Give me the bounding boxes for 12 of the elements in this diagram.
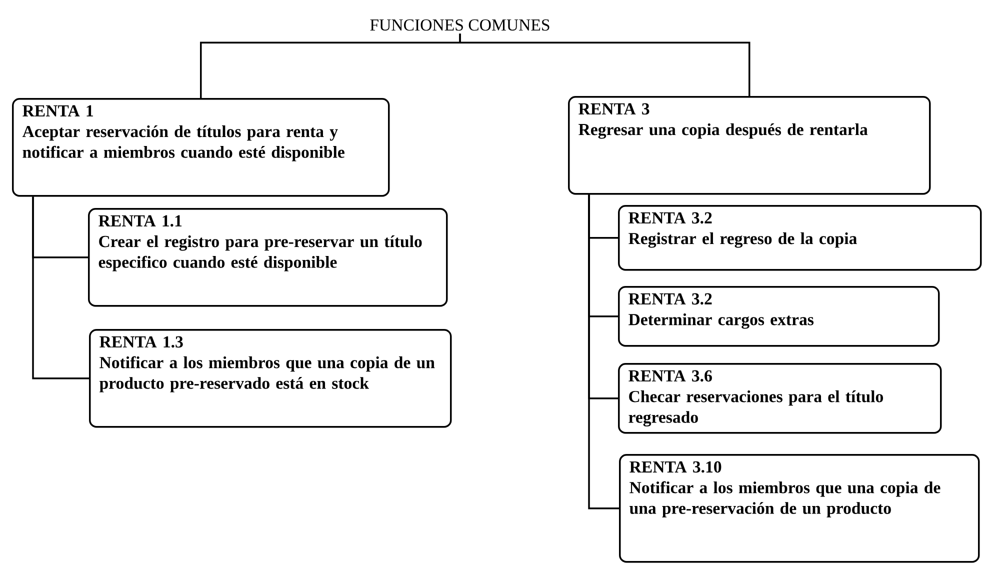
text-box: RENTA 3.2 Determinar cargos extras (618, 286, 940, 347)
text-box: RENTA 3.6 Checar reservaciones para el título regresado (618, 363, 942, 434)
title: FUNCIONES COMUNES (370, 19, 550, 31)
text-box: RENTA 1.1 Crear el registro para pre-reservar un título especifico cuando esté disponible (88, 208, 448, 307)
connector-line (32, 196, 89, 380)
connector-line (459, 34, 750, 96)
connector-line (588, 194, 619, 510)
text-box: RENTA 3.2 Registrar el regreso de la copia (618, 205, 982, 271)
text-box: RENTA 1.3 Notificar a los miembros que una copia de un producto pre-reservado está en stock (89, 329, 452, 428)
text-box: RENTA 3 Regresar una copia después de rentarla (568, 96, 931, 195)
text-box: RENTA 3.10 Notificar a los miembros que una copia de una pre-reservación de un producto (619, 454, 980, 563)
text-box: RENTA 1 Aceptar reservación de títulos para renta y notificar a miembros cuando esté disponible (12, 98, 390, 197)
